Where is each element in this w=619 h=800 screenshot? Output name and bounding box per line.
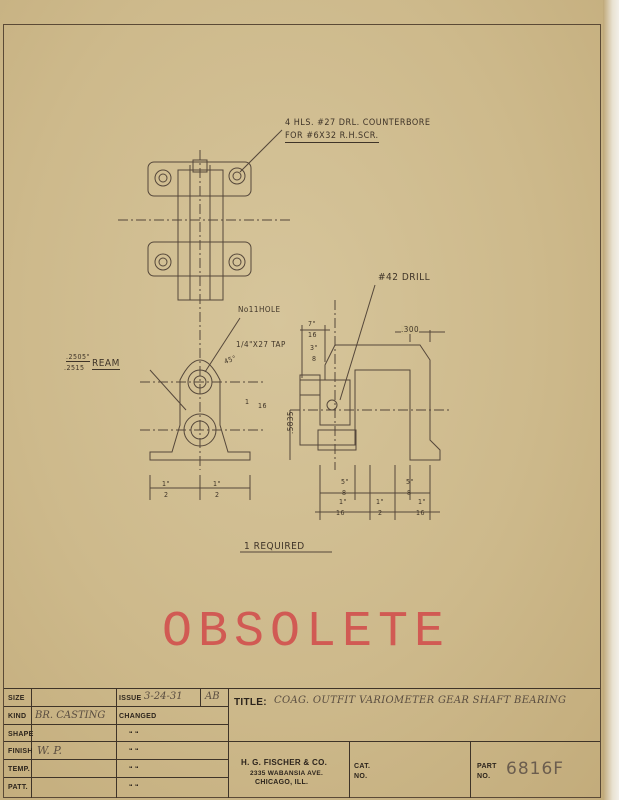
dim-3-8-num: 3" (310, 344, 318, 352)
company-name: H. G. FISCHER & CO. (241, 758, 328, 767)
finish-label: FINISH (8, 748, 33, 755)
dim-1-16-left-num: 1" (339, 498, 347, 506)
dim-5-8-right-den: 8 (407, 489, 412, 497)
counterbore-hole-3 (154, 253, 172, 271)
shape-label: SHAPE (8, 731, 34, 738)
part-label: PART (477, 763, 497, 770)
front-view-body (149, 359, 251, 461)
cat-no-label: NO. (354, 773, 368, 780)
dim-5-8-right-num: 5" (406, 478, 414, 486)
kind-value: BR. CASTING (35, 710, 106, 721)
dim-5835: .5835 (286, 410, 296, 435)
counterbore-hole-2 (228, 167, 246, 185)
ditto-3: “ “ (129, 766, 139, 773)
counterbore-note-line2: FOR #6X32 R.H.SCR. (285, 131, 379, 143)
paper-edge (603, 0, 619, 800)
issue-label: ISSUE (119, 695, 142, 702)
drill-note: #42 DRILL (378, 272, 431, 283)
dim-half-den: 2 (378, 509, 383, 517)
dim-front-right-num: 1" (213, 480, 221, 488)
part-number: 6816F (506, 759, 565, 779)
dim-16-den: 16 (258, 402, 268, 410)
dim-1-16-left-den: 16 (336, 509, 346, 517)
dim-half-num: 1" (376, 498, 384, 506)
dim-1-16-right-den: 16 (416, 509, 426, 517)
temp-label: TEMP. (8, 766, 30, 773)
title-label: TITLE: (234, 697, 267, 708)
side-view-body (299, 344, 441, 461)
ditto-4: “ “ (129, 784, 139, 791)
dim-front-left-num: 1" (162, 480, 170, 488)
ditto-2: “ “ (129, 748, 139, 755)
ream-note: REAM (92, 358, 120, 370)
dim-5-8-den: 8 (342, 489, 347, 497)
ream-bottom-value: .2515 (64, 364, 85, 372)
changed-label: CHANGED (119, 713, 157, 720)
ream-top-value: .2505" (66, 353, 90, 362)
drawing-border (3, 24, 601, 798)
dim-5-8-num: 5" (341, 478, 349, 486)
finish-value: W. P. (37, 744, 63, 757)
dim-front-left-den: 2 (164, 491, 169, 499)
obsolete-stamp: OBSOLETE (162, 604, 451, 661)
tap-note: 1/4"X27 TAP (236, 340, 286, 349)
title-value: COAG. OUTFIT VARIOMETER GEAR SHAFT BEARI… (274, 695, 567, 706)
dim-1-16-right-num: 1" (418, 498, 426, 506)
patt-label: PATT. (8, 784, 28, 791)
hole-note: No11HOLE (238, 305, 281, 314)
size-label: SIZE (8, 695, 25, 702)
counterbore-hole-1 (154, 169, 172, 187)
company-city: CHICAGO, ILL. (255, 779, 309, 786)
title-block: SIZE KIND BR. CASTING SHAPE FINISH W. P.… (4, 688, 600, 798)
counterbore-note-line1: 4 HLS. #27 DRL. COUNTERBORE (285, 118, 431, 128)
issue-initials: AB (205, 691, 220, 702)
ditto-1: “ “ (129, 731, 139, 738)
issue-date: 3-24-31 (144, 691, 183, 702)
dim-front-right-den: 2 (215, 491, 220, 499)
dim-7-16-num: 7" (308, 320, 316, 328)
kind-label: KIND (8, 713, 27, 720)
dim-300: .300 (401, 325, 420, 334)
company-address: 2335 WABANSIA AVE. (250, 770, 324, 777)
side-boss (299, 374, 321, 396)
counterbore-hole-4 (228, 253, 246, 271)
part-no-label: NO. (477, 773, 491, 780)
quantity-note: 1 REQUIRED (244, 541, 305, 552)
dim-3-8-den: 8 (312, 355, 317, 363)
dim-1-num: 1 (245, 398, 250, 406)
dim-7-16-den: 16 (308, 331, 318, 339)
cat-label: CAT. (354, 763, 371, 770)
